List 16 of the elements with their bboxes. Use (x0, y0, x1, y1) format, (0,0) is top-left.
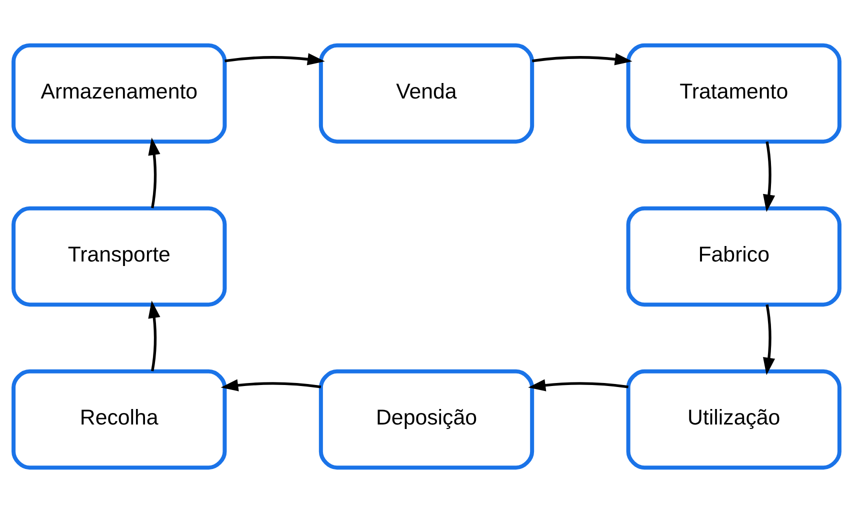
node-box: Armazenamento (12, 42, 227, 144)
arrow (762, 140, 776, 212)
arrow (220, 378, 322, 391)
arrow (532, 52, 632, 65)
arrow (148, 300, 160, 371)
node-box: Venda (318, 42, 534, 144)
arrow (762, 304, 776, 375)
node-box: Recolha (12, 368, 227, 470)
node-box: Transporte (12, 206, 227, 306)
arrow (224, 52, 325, 65)
node-box: Tratamento (626, 42, 842, 144)
node-box: Fabrico (626, 206, 842, 306)
arrow (148, 137, 160, 208)
node-box: Deposição (318, 368, 534, 470)
node-box: Utilização (626, 368, 842, 470)
arrow (528, 378, 628, 391)
